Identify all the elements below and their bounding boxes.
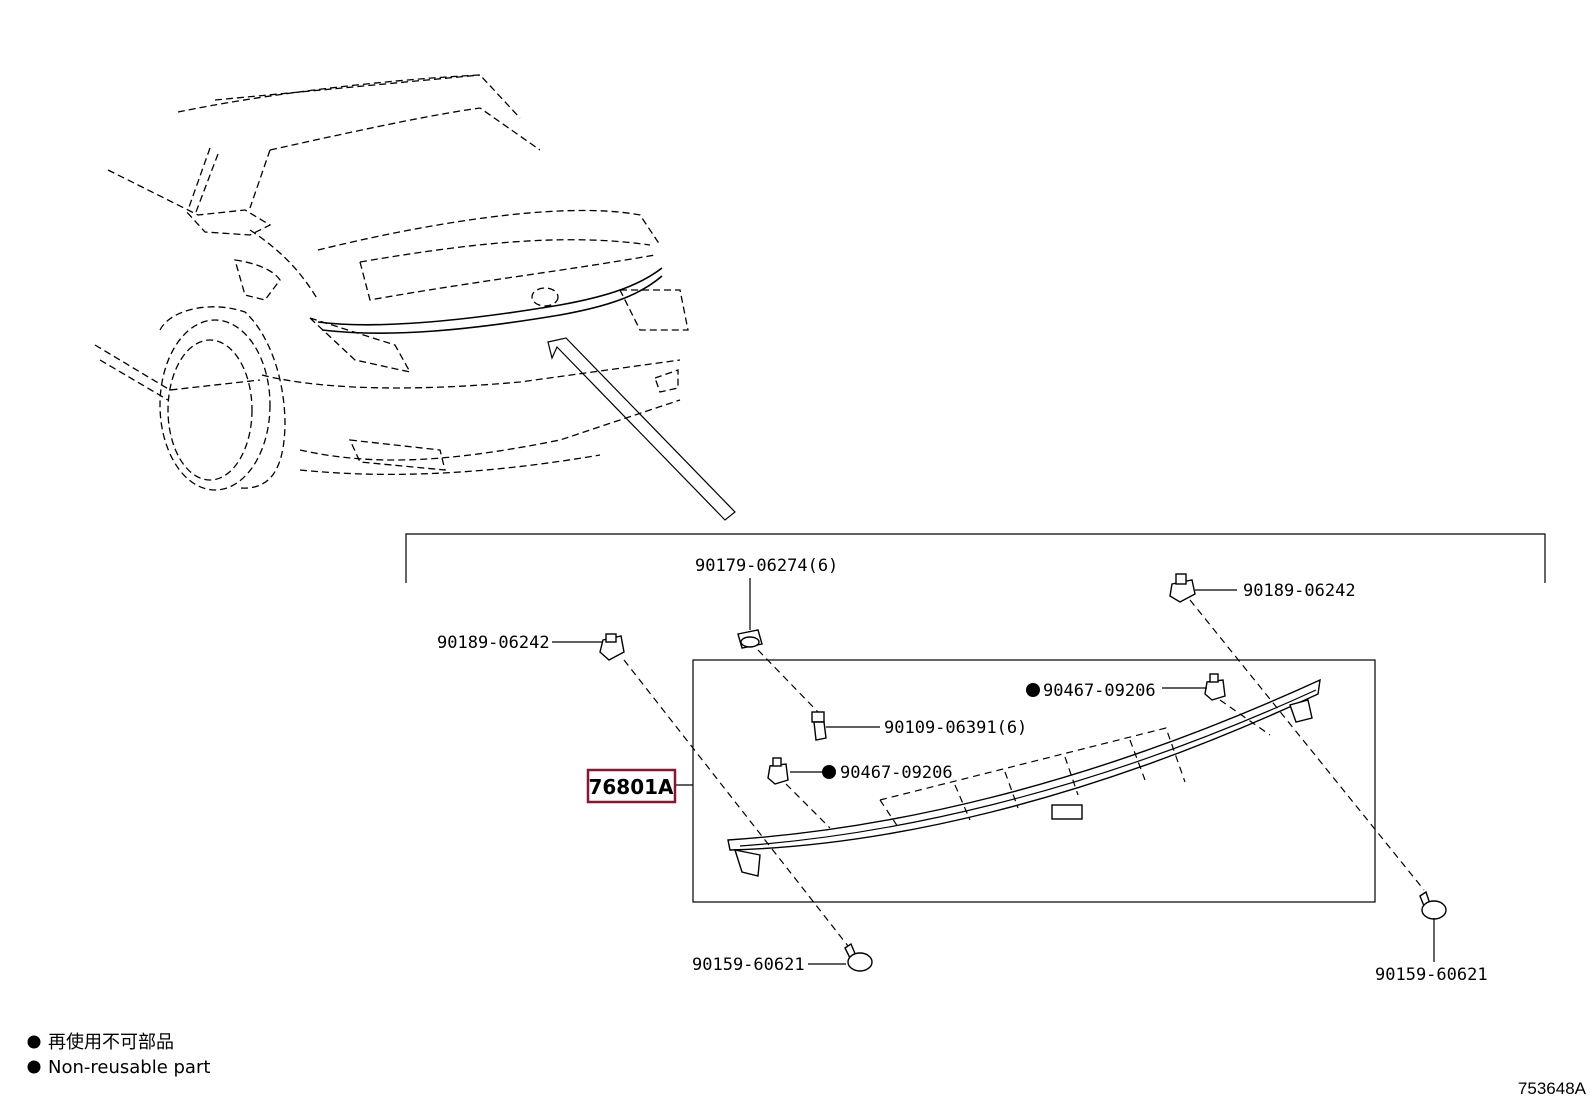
callout-label: 90189-06242 <box>437 633 550 653</box>
legend-english: Non-reusable part <box>48 1057 210 1078</box>
legend-japanese: 再使用不可部品 <box>48 1032 174 1053</box>
clip-icon <box>1204 673 1226 701</box>
screw-icon <box>1419 890 1447 920</box>
callout-label: 90109-06391(6) <box>884 718 1027 738</box>
callout-label: 90467-09206 <box>840 763 953 783</box>
rear-spoiler-part <box>727 678 1321 877</box>
fastener-icons <box>599 573 1447 972</box>
filled-circle-icon <box>27 1060 41 1074</box>
non-reusable-callout: 90467-09206 <box>1026 681 1156 701</box>
leader-lines <box>552 578 1435 965</box>
screw-icon <box>844 942 873 972</box>
callout-label: 90159-60621 <box>692 955 805 975</box>
location-arrow <box>547 337 736 521</box>
filled-circle-icon <box>27 1035 41 1049</box>
callout-label: 90467-09206 <box>1043 681 1156 701</box>
assembly-lines <box>623 599 1425 947</box>
assembly-box <box>692 659 1376 903</box>
reference-part-callout[interactable]: 76801A <box>586 768 677 804</box>
car-rear-illustration <box>94 74 689 491</box>
bolt-icon <box>811 711 827 741</box>
clip-icon <box>767 757 789 785</box>
filled-circle-icon <box>822 765 836 779</box>
group-bracket <box>405 533 1546 583</box>
nut-icon <box>737 629 763 649</box>
callout-label: 90179-06274(6) <box>695 556 838 576</box>
callout-label: 90189-06242 <box>1243 581 1356 601</box>
reference-part-code[interactable]: 76801A <box>588 775 674 799</box>
clip-icon <box>599 633 625 661</box>
clip-icon <box>1169 573 1196 603</box>
reference-part-frame <box>586 768 677 804</box>
filled-circle-icon <box>1026 683 1040 697</box>
illustration-code: 753648A <box>1518 1079 1587 1098</box>
legend: 再使用不可部品 Non-reusable part <box>27 1032 210 1078</box>
callout-label: 90159-60621 <box>1375 965 1488 985</box>
non-reusable-callout: 90467-09206 <box>822 763 953 783</box>
